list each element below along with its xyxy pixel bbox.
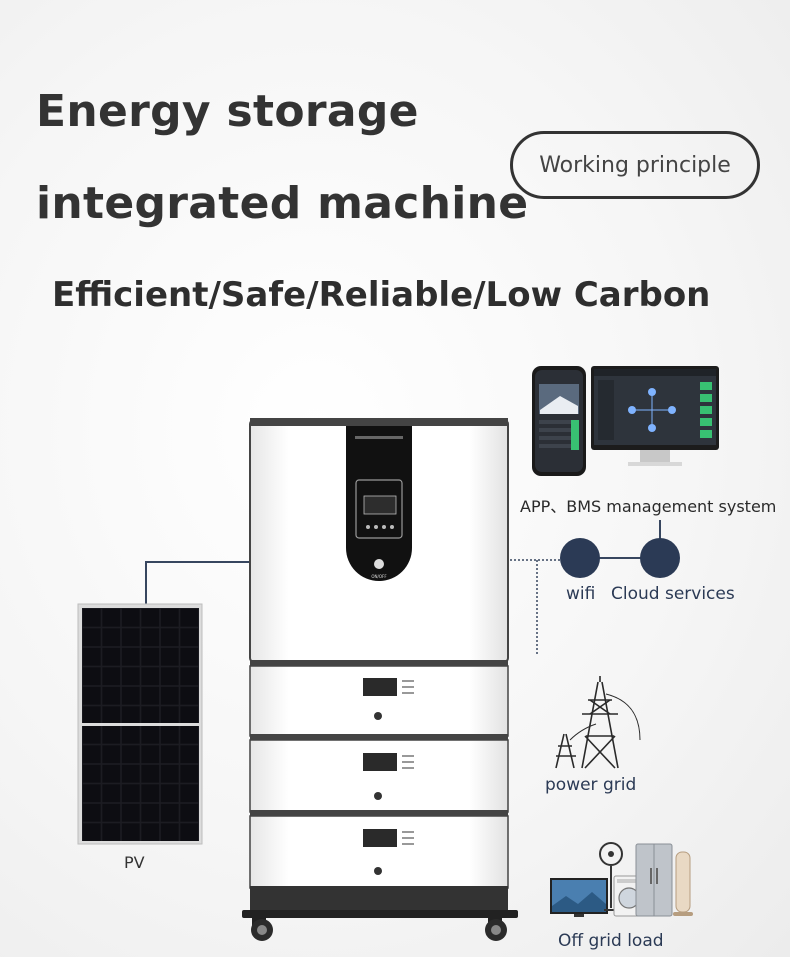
power-grid-label: power grid: [545, 775, 637, 795]
off-grid-load-label: Off grid load: [558, 931, 664, 951]
wifi-node: [560, 538, 600, 578]
app-bms-label: APP、BMS management system: [520, 497, 777, 516]
title-line-2: integrated machine: [36, 178, 529, 229]
smartphone-icon: [532, 366, 586, 476]
title-line-1: Energy storage: [36, 86, 419, 137]
power-tower-icon: [555, 676, 641, 769]
appliances-icon: [550, 842, 693, 917]
solar-panel-icon: [77, 603, 203, 845]
energy-storage-cabinet: [242, 418, 518, 941]
wifi-label: wifi: [566, 584, 596, 604]
device-onoff-label: ON/OFF: [371, 574, 387, 579]
monitor-icon: [591, 366, 719, 466]
pv-label: PV: [124, 853, 145, 872]
working-principle-badge[interactable]: Working principle: [510, 131, 760, 199]
cloud-services-label: Cloud services: [611, 584, 735, 604]
cloud-node: [640, 538, 680, 578]
subtitle: Efficient/Safe/Reliable/Low Carbon: [52, 275, 711, 315]
